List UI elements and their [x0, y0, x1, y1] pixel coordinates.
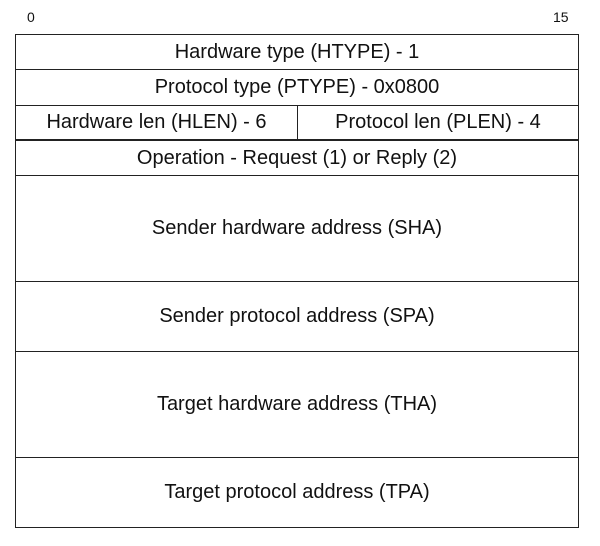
bit-start-label: 0: [27, 9, 35, 25]
spa-label: Sender protocol address (SPA): [159, 305, 435, 327]
spa-field: Sender protocol address (SPA): [16, 282, 578, 352]
tha-label: Target hardware address (THA): [156, 393, 438, 415]
operation-field: Operation - Request (1) or Reply (2): [16, 141, 578, 176]
plen-field: Protocol len (PLEN) - 4: [298, 106, 578, 139]
plen-label: Protocol len (PLEN) - 4: [335, 111, 541, 133]
length-row: Hardware len (HLEN) - 6 Protocol len (PL…: [16, 106, 578, 141]
arp-packet-diagram: Hardware type (HTYPE) - 1 Protocol type …: [15, 34, 579, 528]
bit-end-label: 15: [553, 9, 569, 25]
tha-field: Target hardware address (THA): [16, 352, 578, 458]
sha-label: Sender hardware address (SHA): [151, 217, 443, 239]
ptype-field: Protocol type (PTYPE) - 0x0800: [16, 70, 578, 106]
operation-label: Operation - Request (1) or Reply (2): [136, 146, 458, 169]
hlen-field: Hardware len (HLEN) - 6: [16, 106, 298, 139]
htype-field: Hardware type (HTYPE) - 1: [16, 35, 578, 70]
hlen-label: Hardware len (HLEN) - 6: [46, 111, 267, 133]
htype-label: Hardware type (HTYPE) - 1: [174, 40, 420, 63]
ptype-label: Protocol type (PTYPE) - 0x0800: [154, 76, 440, 98]
tpa-label: Target protocol address (TPA): [164, 481, 430, 503]
sha-field: Sender hardware address (SHA): [16, 176, 578, 282]
tpa-field: Target protocol address (TPA): [16, 458, 578, 527]
